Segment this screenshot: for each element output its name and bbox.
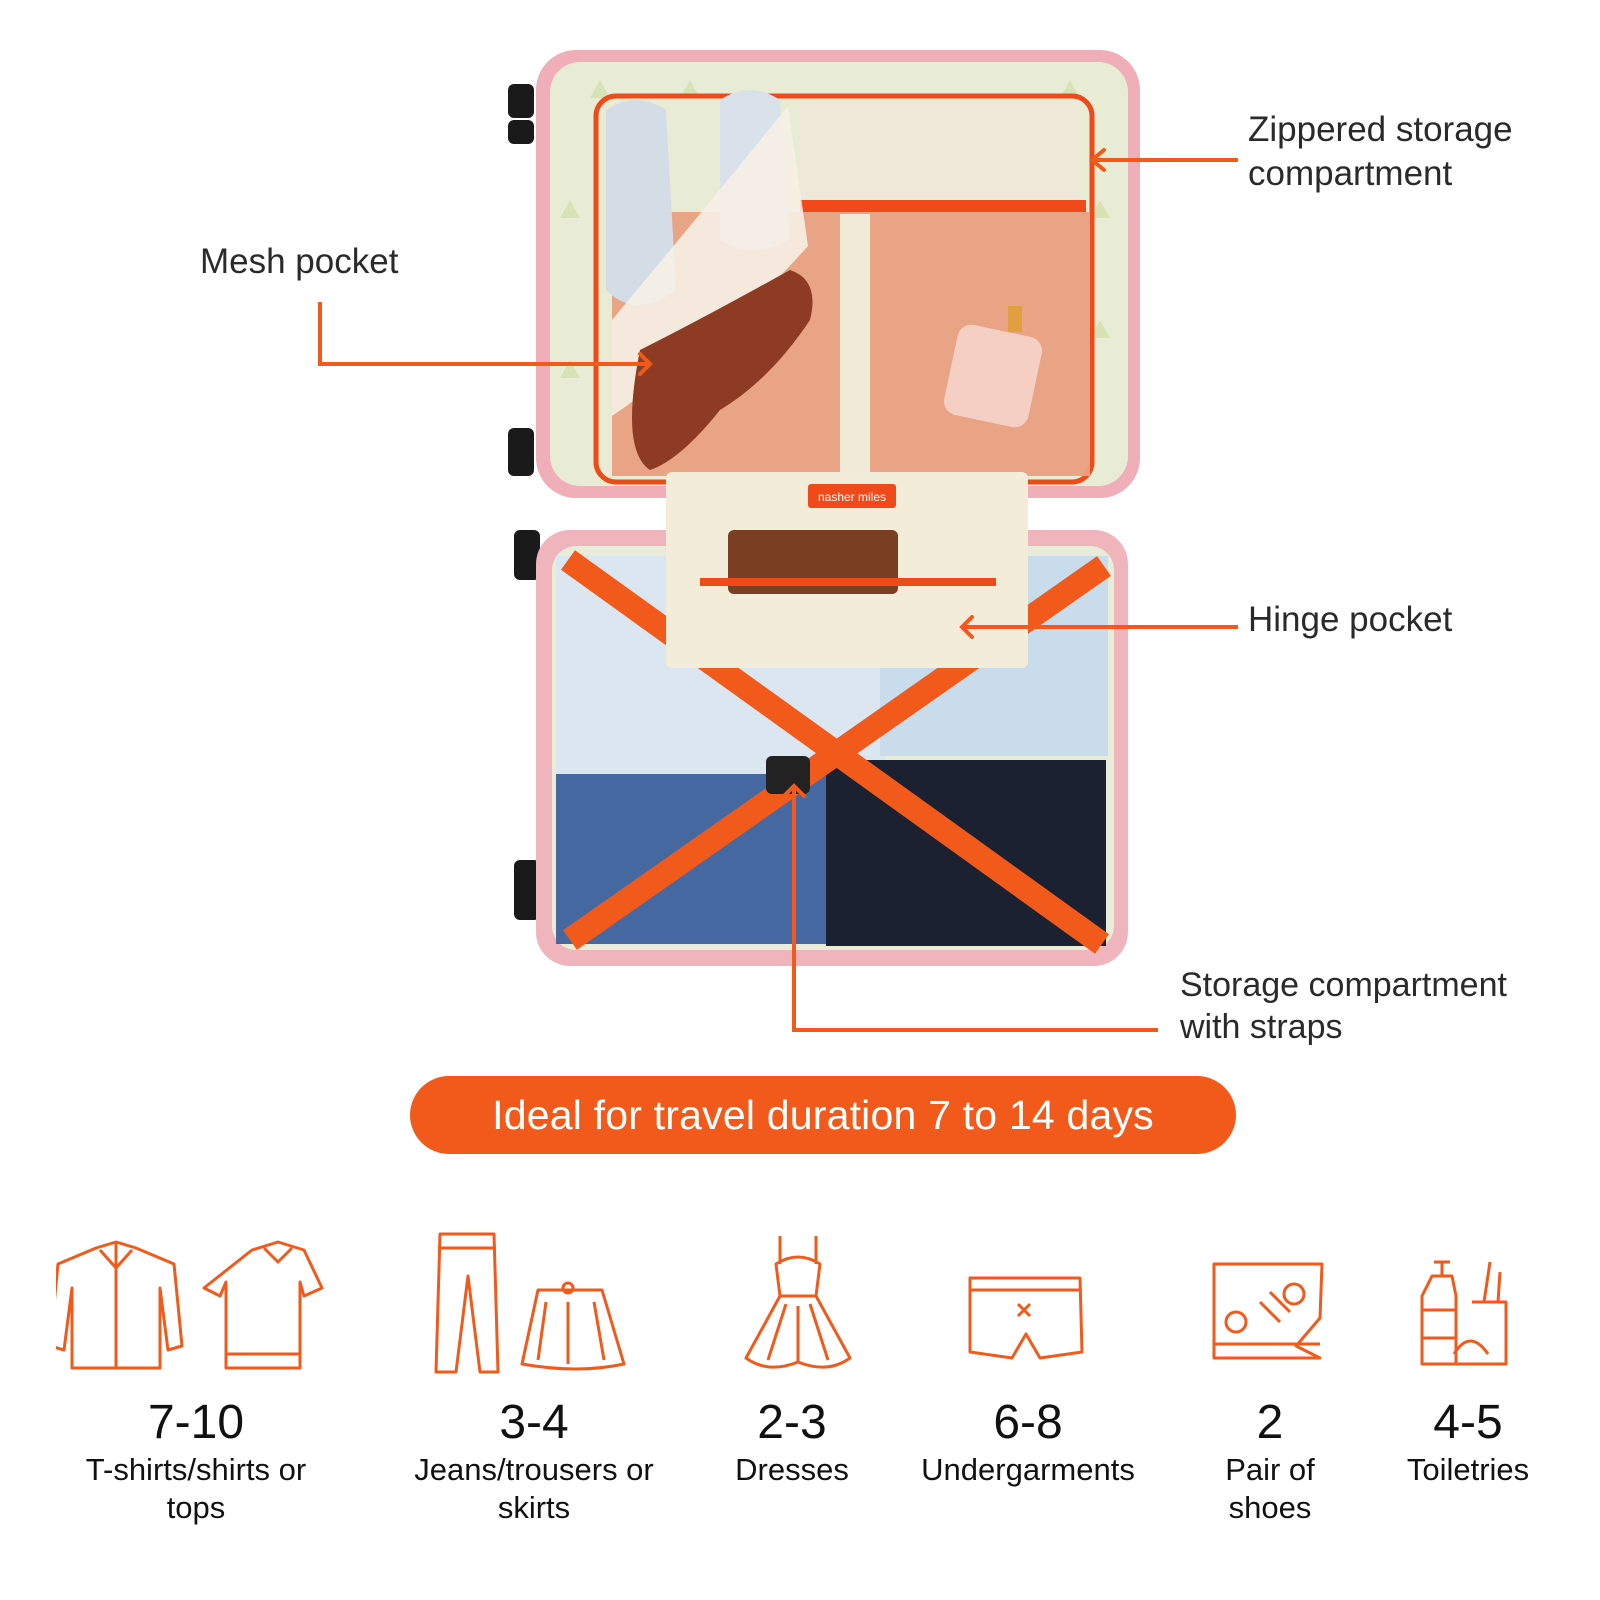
shirt-tshirt-icon — [56, 1240, 324, 1370]
stat-label: skirts — [497, 1490, 571, 1525]
stat-label: Undergarments — [921, 1452, 1135, 1487]
stat-label: tops — [166, 1490, 226, 1525]
trousers-skirt-icon — [434, 1232, 626, 1374]
stat-count: 4-5 — [1433, 1396, 1503, 1449]
wheel-icon — [508, 84, 540, 920]
zippered-storage-callout: Zippered storage compartment — [1248, 108, 1513, 196]
stat-label: shoes — [1228, 1490, 1312, 1525]
callout-text: compartment — [1248, 154, 1453, 193]
stat-bottoms: 3-4 Jeans/trousers or skirts — [414, 1395, 654, 1527]
callout-text: Hinge pocket — [1248, 600, 1453, 639]
mesh-pocket-callout: Mesh pocket — [200, 240, 398, 284]
stat-tops: 7-10 T-shirts/shirts or tops — [86, 1395, 306, 1527]
stat-label: Toiletries — [1406, 1452, 1530, 1487]
banner-text: Ideal for travel duration 7 to 14 days — [492, 1091, 1154, 1138]
callout-text: with straps — [1180, 1008, 1343, 1046]
straps-compartment-callout: Storage compartment with straps — [1180, 964, 1507, 1048]
callout-text: Zippered storage — [1248, 110, 1513, 149]
stat-count: 6-8 — [993, 1396, 1063, 1449]
toiletries-icon — [1420, 1260, 1508, 1366]
sneaker-icon — [1212, 1262, 1324, 1360]
stat-dresses: 2-3 Dresses — [735, 1395, 849, 1489]
stat-label: Dresses — [735, 1452, 849, 1487]
callout-text: Storage compartment — [1180, 966, 1507, 1004]
stat-count: 2 — [1256, 1396, 1284, 1449]
stat-count: 3-4 — [499, 1396, 569, 1449]
shorts-icon — [968, 1276, 1084, 1360]
dress-icon — [744, 1236, 852, 1369]
travel-duration-banner: Ideal for travel duration 7 to 14 days — [410, 1076, 1236, 1154]
stat-label: Pair of — [1225, 1452, 1315, 1487]
stat-count: 7-10 — [147, 1396, 245, 1449]
stat-shoes: 2 Pair of shoes — [1225, 1395, 1315, 1527]
stat-label: Jeans/trousers or — [414, 1452, 654, 1487]
stat-undergarments: 6-8 Undergarments — [921, 1395, 1135, 1489]
stat-count: 2-3 — [757, 1396, 827, 1449]
stat-toiletries: 4-5 Toiletries — [1407, 1395, 1529, 1489]
brand-tag: nasher miles — [818, 490, 886, 504]
hinge-pocket-callout: Hinge pocket — [1248, 598, 1452, 642]
stat-label: T-shirts/shirts or — [85, 1452, 307, 1487]
mesh-leader-line — [318, 302, 648, 366]
callout-text: Mesh pocket — [200, 242, 399, 281]
straps-leader-line — [792, 786, 1158, 1032]
